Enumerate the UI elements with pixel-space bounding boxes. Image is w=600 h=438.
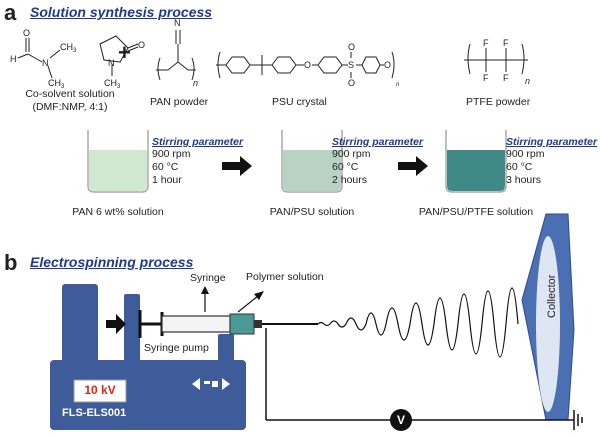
collector-disc <box>536 236 560 412</box>
svg-text:F: F <box>503 73 509 83</box>
step-3-time: 3 hours <box>506 174 542 186</box>
svg-text:n: n <box>396 82 400 88</box>
svg-text:H: H <box>10 54 17 64</box>
chemical-structures: O H N CH 3 CH 3 O N CH 3 N n <box>10 18 530 90</box>
svg-text:CH: CH <box>104 78 117 88</box>
process-arrows <box>222 156 428 176</box>
ptfe-structure: F F F F n <box>464 38 530 86</box>
arrow-step-1 <box>222 156 252 176</box>
step-1-temp: 60 °C <box>152 161 179 173</box>
panel-b-title: Electrospinning process <box>30 254 194 270</box>
svg-text:S: S <box>348 60 354 70</box>
syringe-barrel <box>161 315 231 333</box>
step-2-params: Stirring parameter 900 rpm 60 °C 2 hours <box>332 136 423 187</box>
beaker-row <box>87 130 507 193</box>
step-3-params: Stirring parameter 900 rpm 60 °C 3 hours <box>506 136 597 187</box>
beaker-1-liquid <box>89 150 147 191</box>
syringe-label: Syringe <box>190 272 226 284</box>
svg-text:F: F <box>503 38 509 48</box>
cosolvent-label-1: Co-solvent solution <box>25 88 115 100</box>
svg-text:O: O <box>304 60 311 70</box>
svg-text:O: O <box>138 40 145 50</box>
beaker-2-liquid <box>283 150 341 191</box>
pusher-arrow-icon <box>106 314 126 334</box>
step-1-caption: PAN 6 wt% solution <box>72 206 164 218</box>
dmf-structure: O H N CH 3 CH 3 <box>10 28 77 90</box>
beaker-3-liquid <box>447 150 505 191</box>
voltmeter-label: V <box>396 413 405 427</box>
step-3-temp: 60 °C <box>506 161 533 173</box>
arrow-step-2 <box>398 156 428 176</box>
collector-label: Collector <box>546 274 558 318</box>
panel-b-letter: b <box>4 250 18 275</box>
polymer-solution-label: Polymer solution <box>246 271 324 283</box>
svg-text:n: n <box>525 76 530 86</box>
svg-text:N: N <box>108 58 115 68</box>
svg-text:F: F <box>483 38 489 48</box>
step-2-temp: 60 °C <box>332 161 359 173</box>
beaker-1 <box>87 130 149 193</box>
polymer-solution-reservoir <box>229 313 255 335</box>
step-2-param-title: Stirring parameter <box>332 136 424 148</box>
svg-text:O: O <box>23 28 30 38</box>
ptfe-powder-label: PTFE powder <box>466 96 531 108</box>
beaker-2 <box>281 130 343 193</box>
polymer-jet-whip <box>317 287 519 358</box>
svg-text:3: 3 <box>117 84 121 90</box>
svg-text:N: N <box>174 18 181 28</box>
step-2-time: 2 hours <box>332 174 368 186</box>
panel-a-letter: a <box>4 0 17 25</box>
pan-powder-label: PAN powder <box>150 96 209 108</box>
step-1-params: Stirring parameter 900 rpm 60 °C 1 hour <box>152 136 243 187</box>
ground-icon <box>573 410 583 430</box>
svg-text:O: O <box>348 42 355 52</box>
svg-text:N: N <box>42 58 49 68</box>
svg-text:3: 3 <box>61 84 65 90</box>
solution-pointer-head <box>254 291 264 300</box>
cosolvent-label-2: (DMF:NMP, 4:1) <box>32 101 108 113</box>
step-3-param-title: Stirring parameter <box>506 136 598 148</box>
syringe-pump-label: Syringe pump <box>144 342 209 354</box>
direction-arrows-icon <box>192 378 230 390</box>
svg-text:O: O <box>384 60 391 70</box>
plus-sign: + <box>118 40 131 65</box>
step-2-caption: PAN/PSU solution <box>269 206 355 218</box>
voltage-value: 10 kV <box>84 383 116 397</box>
step-3-rpm: 900 rpm <box>506 148 545 160</box>
nmp-structure: O N CH 3 <box>99 35 145 90</box>
psu-crystal-label: PSU crystal <box>272 96 327 108</box>
solution-pointer <box>237 295 259 313</box>
device-label: FLS-ELS001 <box>62 407 127 419</box>
voltmeter-icon <box>390 409 412 431</box>
svg-text:O: O <box>348 78 355 88</box>
step-2-rpm: 900 rpm <box>332 148 371 160</box>
psu-structure: O S O O O n <box>216 42 400 88</box>
syringe-pointer-head <box>201 286 209 294</box>
plunger <box>138 310 164 338</box>
needle-tip <box>254 320 262 328</box>
pan-structure: N n <box>156 18 198 88</box>
voltage-display <box>73 379 127 403</box>
step-3-caption: PAN/PSU/PTFE solution <box>418 206 534 218</box>
step-1-param-title: Stirring parameter <box>152 136 244 148</box>
beaker-3 <box>445 130 507 193</box>
svg-text:CH: CH <box>48 78 61 88</box>
svg-text:CH: CH <box>60 42 73 52</box>
syringe-pump-device <box>50 284 246 430</box>
panel-a-title: Solution synthesis process <box>30 4 213 20</box>
svg-text:n: n <box>193 78 198 88</box>
svg-text:F: F <box>483 73 489 83</box>
svg-text:3: 3 <box>73 48 77 54</box>
step-1-rpm: 900 rpm <box>152 148 191 160</box>
step-1-time: 1 hour <box>152 174 182 186</box>
